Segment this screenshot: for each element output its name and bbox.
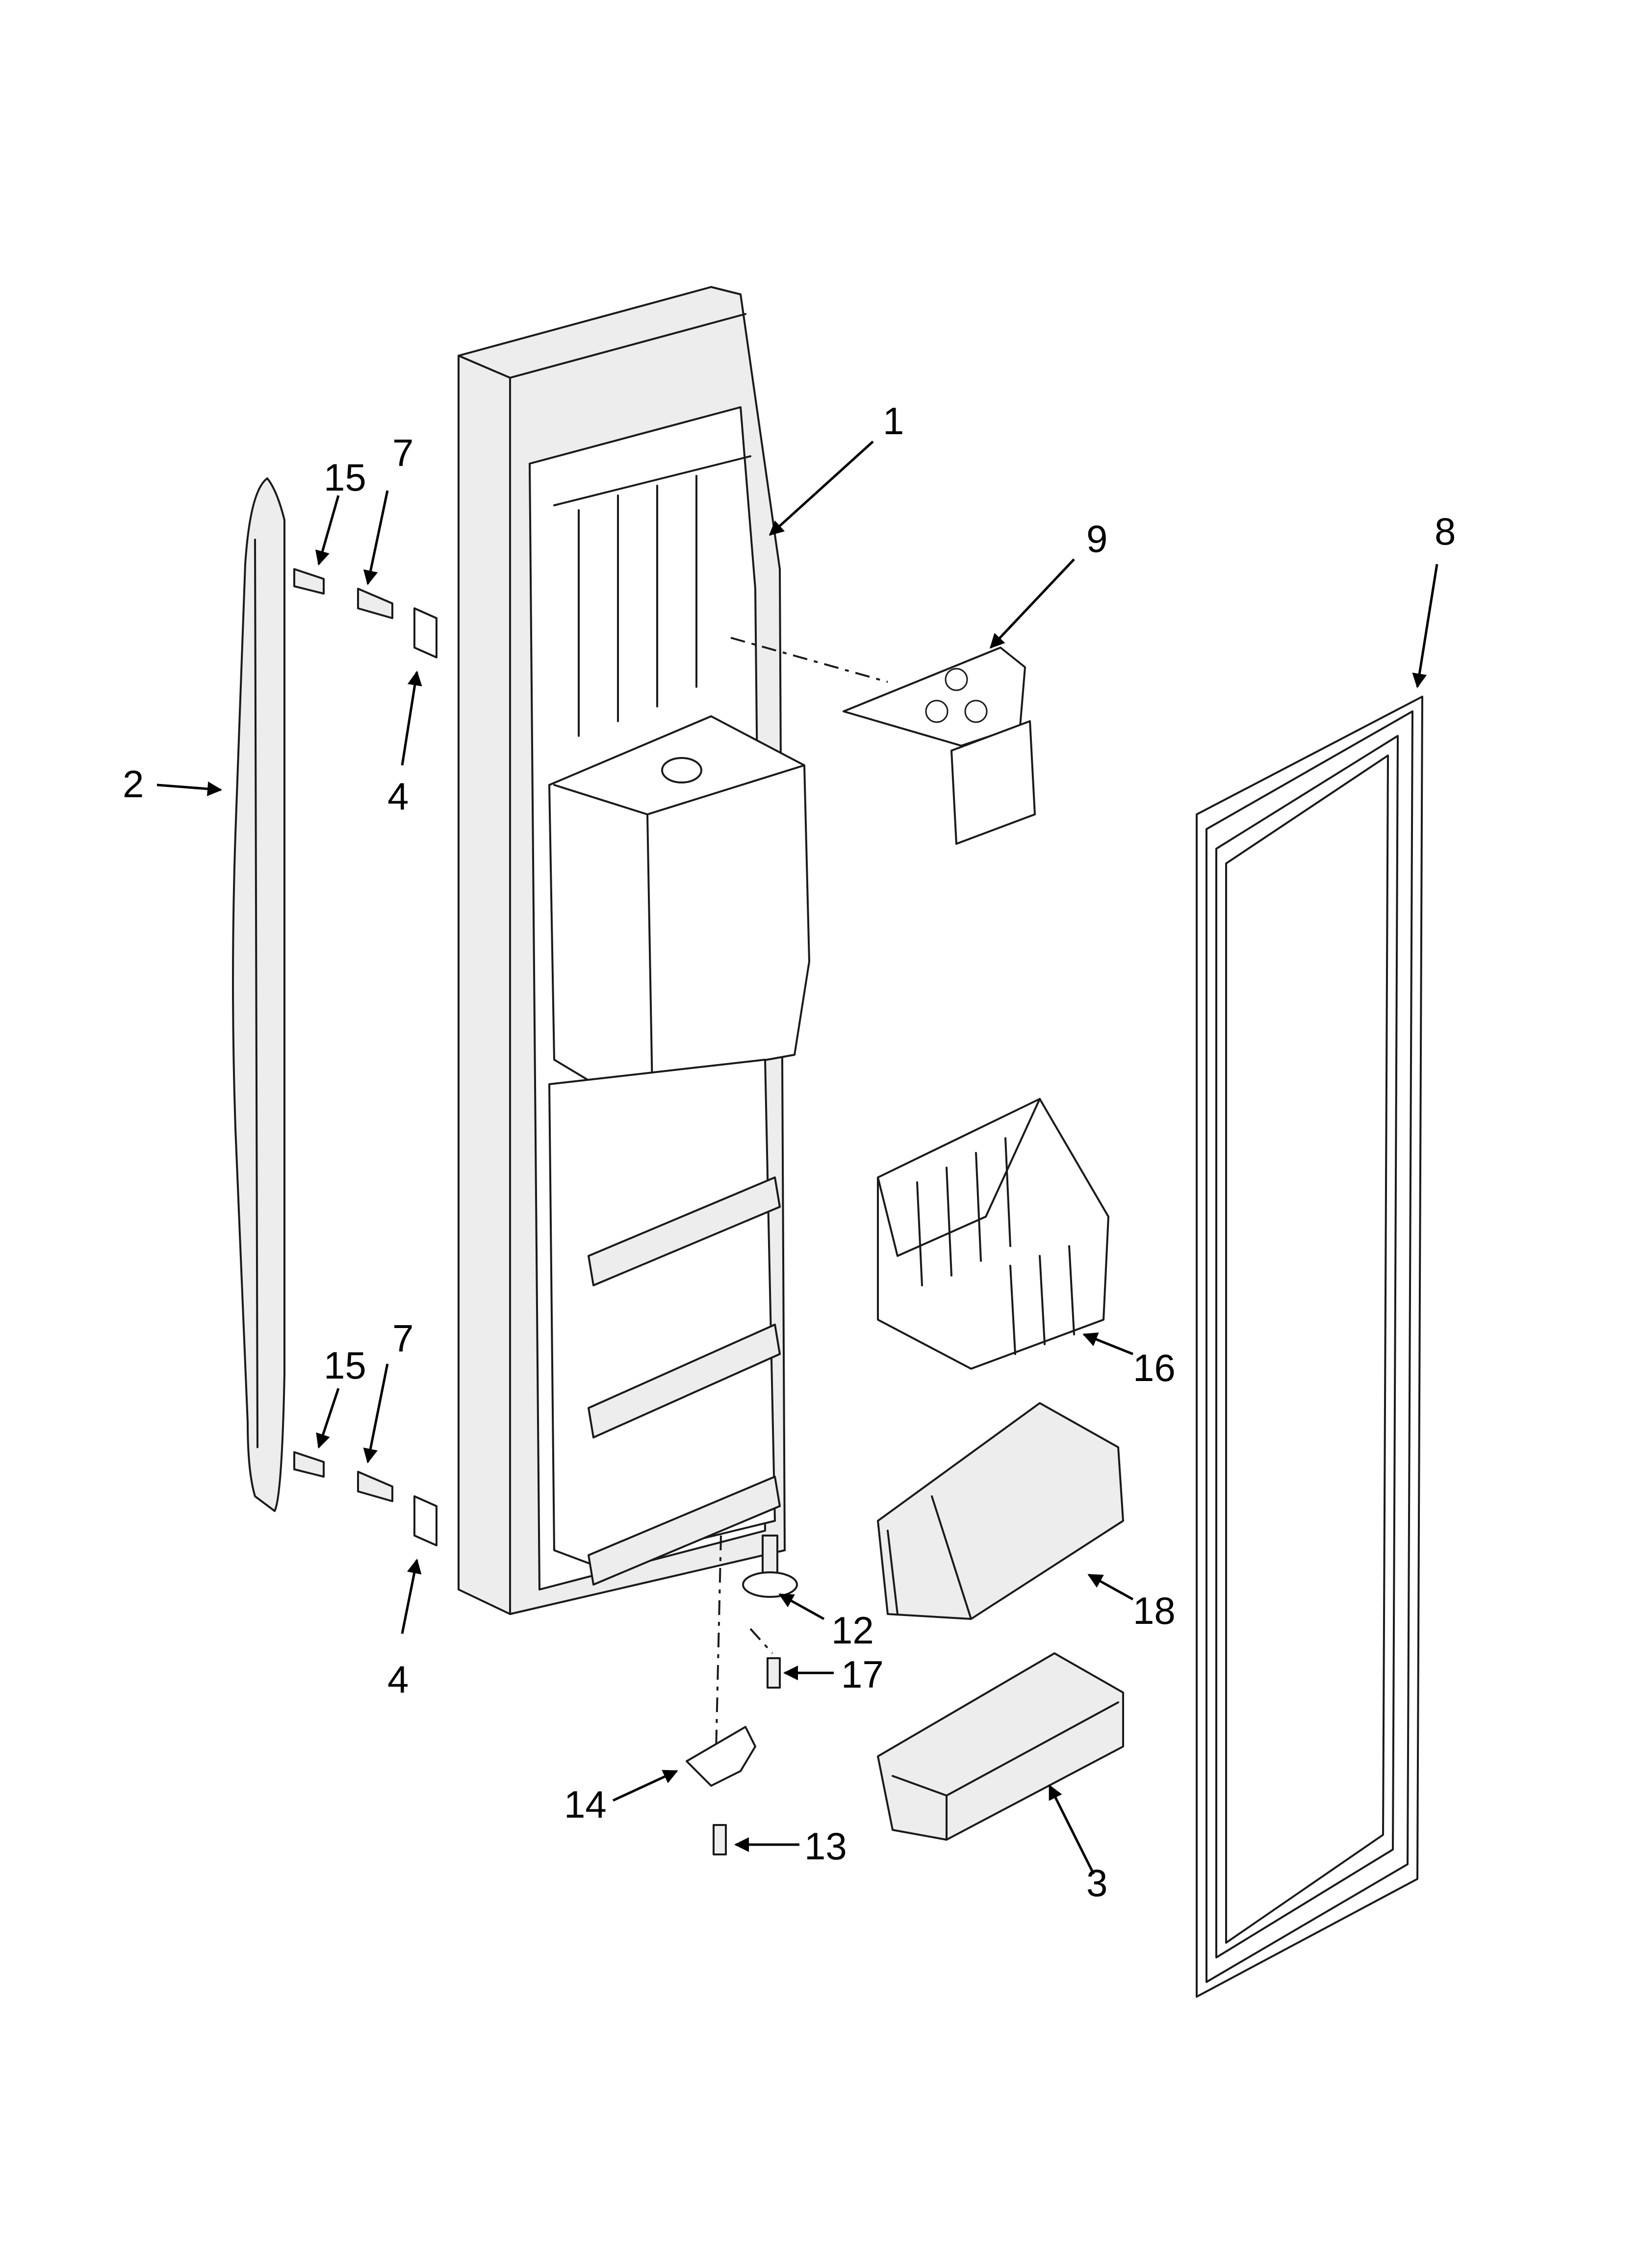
screw-part-13 xyxy=(713,1824,727,1855)
callout-12: 12 xyxy=(831,1609,874,1652)
door-shelves xyxy=(548,1059,781,1586)
wire-basket-part-16 xyxy=(877,1098,1109,1370)
callout-9: 9 xyxy=(1086,517,1107,560)
callout-15-top: 15 xyxy=(324,456,366,499)
alignment-line-9 xyxy=(730,637,888,683)
callout-1: 1 xyxy=(883,399,904,443)
dispenser-housing xyxy=(548,715,810,1090)
callout-3: 3 xyxy=(1086,1861,1107,1904)
alignment-line-hinge xyxy=(715,1535,722,1752)
callout-8: 8 xyxy=(1435,510,1456,553)
callout-2: 2 xyxy=(123,762,144,806)
screw-15-top xyxy=(293,568,325,595)
clip-4-top xyxy=(413,607,437,658)
callout-18: 18 xyxy=(1133,1589,1176,1632)
callout-17: 17 xyxy=(841,1653,884,1696)
door-gasket-part-8 xyxy=(1196,696,1423,1998)
screw-7-bottom xyxy=(357,1471,393,1502)
callout-14: 14 xyxy=(564,1783,607,1826)
bin-part-18 xyxy=(877,1402,1124,1620)
callout-16: 16 xyxy=(1133,1346,1176,1389)
callout-labels: 1 2 3 4 4 7 7 8 9 12 13 14 15 15 16 17 1… xyxy=(123,399,1456,1904)
screw-part-17 xyxy=(767,1657,781,1689)
plate-part-9 xyxy=(843,647,1036,845)
callout-7-top: 7 xyxy=(392,431,413,474)
callout-7-bottom: 7 xyxy=(392,1317,413,1360)
hinge-bracket-part-14 xyxy=(686,1726,756,1787)
leader-lines xyxy=(156,441,1438,1875)
callout-13: 13 xyxy=(804,1825,847,1868)
screw-7-top xyxy=(357,588,393,619)
shelf-bin-part-3 xyxy=(877,1652,1124,1841)
callout-4-top: 4 xyxy=(387,775,409,818)
door-handle xyxy=(232,477,285,1512)
pivot-part-12 xyxy=(742,1535,798,1598)
clip-4-bottom xyxy=(413,1495,437,1546)
callout-4-bottom: 4 xyxy=(387,1658,409,1701)
alignment-line-screw xyxy=(749,1628,773,1654)
screw-15-bottom xyxy=(293,1451,325,1478)
callout-15-bottom: 15 xyxy=(324,1344,366,1387)
